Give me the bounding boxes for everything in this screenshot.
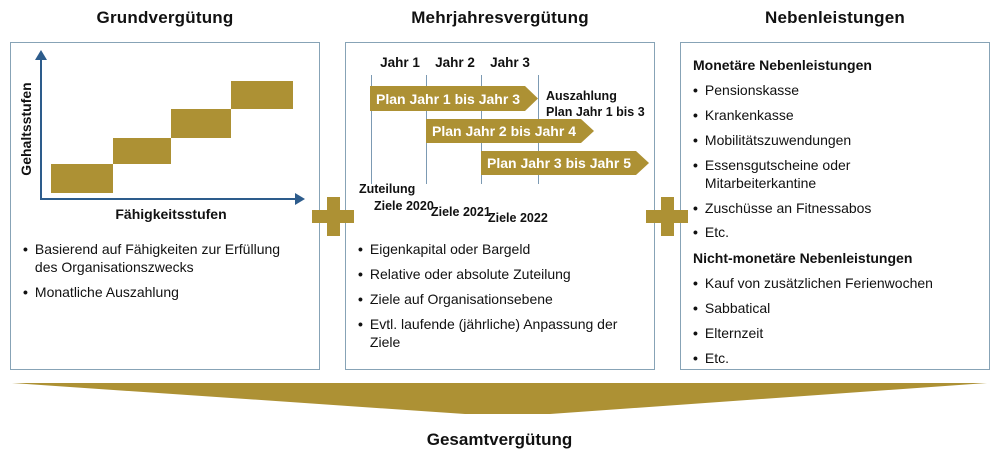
- list-item: Elternzeit: [693, 325, 933, 343]
- list-item: Sabbatical: [693, 300, 933, 318]
- column-title-mehrjahresverguetung: Mehrjahresvergütung: [411, 8, 589, 27]
- y-axis-label: Gehaltsstufen: [18, 82, 34, 176]
- plan-arrow-2: Plan Jahr 2 bis Jahr 4: [426, 119, 594, 143]
- list-item: Basierend auf Fähigkeiten zur Erfüllung …: [23, 241, 301, 277]
- step-bar-1: [51, 164, 113, 193]
- x-axis: [40, 198, 296, 200]
- list-item: Krankenkasse: [693, 107, 872, 125]
- grundverguetung-box: Gehaltsstufen Fähigkeitsstufen Basierend…: [10, 42, 320, 370]
- monetary-heading: Monetäre Nebenleistungen: [693, 57, 872, 73]
- x-axis-label: Fähigkeitsstufen: [115, 206, 227, 222]
- plan-arrow-3: Plan Jahr 3 bis Jahr 5: [481, 151, 649, 175]
- step-bar-4: [231, 81, 293, 109]
- grundverguetung-bullets: Basierend auf Fähigkeiten zur Erfüllung …: [23, 241, 301, 309]
- list-item: Monatliche Auszahlung: [23, 284, 301, 302]
- year-label-3: Jahr 3: [490, 55, 530, 70]
- non-monetary-heading: Nicht-monetäre Nebenleistungen: [693, 250, 913, 266]
- mehrjahresverguetung-box: Jahr 1 Jahr 2 Jahr 3 Plan Jahr 1 bis Jah…: [345, 42, 655, 370]
- column-title-nebenleistungen: Nebenleistungen: [765, 8, 905, 27]
- list-item: Kauf von zusätzlichen Ferienwochen: [693, 275, 933, 293]
- down-chevron-icon: [12, 383, 987, 414]
- y-axis-arrowhead-icon: [35, 50, 47, 60]
- list-item: Evtl. laufende (jährliche) Anpassung der…: [358, 316, 630, 352]
- list-item: Mobilitätszuwendungen: [693, 132, 872, 150]
- list-item: Pensionskasse: [693, 82, 872, 100]
- column-title-grundverguetung: Grundvergütung: [96, 8, 234, 27]
- list-item: Relative oder absolute Zuteilung: [358, 266, 630, 284]
- plan-arrow-1: Plan Jahr 1 bis Jahr 3: [370, 86, 538, 111]
- mehrjahresverguetung-bullets: Eigenkapital oder Bargeld Relative oder …: [358, 241, 630, 359]
- non-monetary-benefits-section: Nicht-monetäre Nebenleistungen Kauf von …: [693, 250, 933, 375]
- list-item: Eigenkapital oder Bargeld: [358, 241, 630, 259]
- ziele-2022-label: Ziele 2022: [488, 211, 548, 225]
- monetary-benefits-section: Monetäre Nebenleistungen Pensionskasse K…: [693, 57, 872, 249]
- step-bar-2: [113, 138, 171, 164]
- step-bar-3: [171, 109, 231, 138]
- zuteilung-label: Zuteilung: [359, 182, 416, 196]
- year-label-2: Jahr 2: [435, 55, 475, 70]
- year-label-1: Jahr 1: [380, 55, 420, 70]
- y-axis: [40, 59, 42, 199]
- list-item: Essensgutscheine oder Mitarbeiterkantine: [693, 157, 868, 193]
- ziele-2020-label: Ziele 2020: [374, 199, 434, 213]
- nebenleistungen-box: Monetäre Nebenleistungen Pensionskasse K…: [680, 42, 990, 370]
- x-axis-arrowhead-icon: [295, 193, 305, 205]
- timeline-gridline: [371, 75, 372, 184]
- ziele-2021-label: Ziele 2021: [431, 205, 491, 219]
- list-item: Etc.: [693, 350, 933, 368]
- list-item: Etc.: [693, 224, 872, 242]
- payout-note: Auszahlung Plan Jahr 1 bis 3: [546, 89, 645, 119]
- list-item: Ziele auf Organisationsebene: [358, 291, 630, 309]
- footer-title: Gesamtvergütung: [426, 430, 573, 449]
- list-item: Zuschüsse an Fitnessabos: [693, 200, 872, 218]
